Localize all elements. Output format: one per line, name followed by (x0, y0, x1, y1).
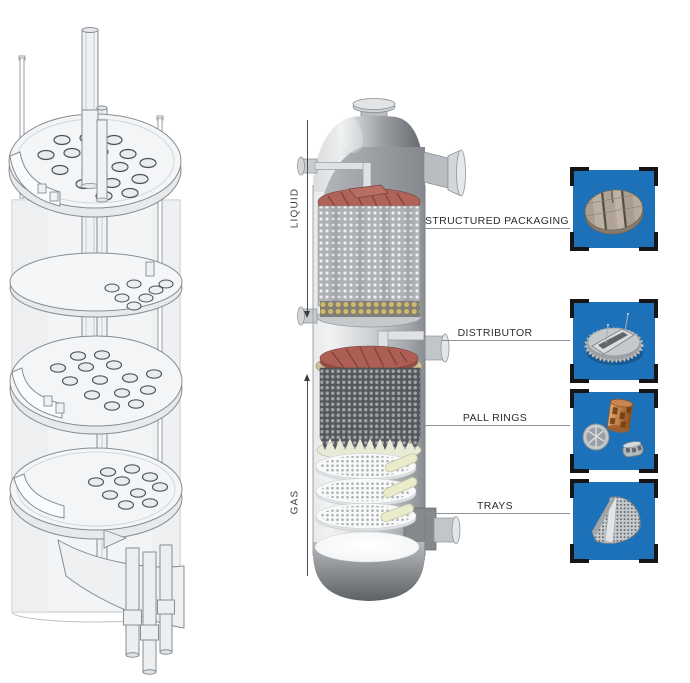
label-distributor: DISTRIBUTOR (457, 327, 533, 339)
pall-rings-photo (570, 389, 658, 473)
label-trays: TRAYS (477, 500, 513, 512)
structured-packing-bed (316, 205, 422, 328)
distributor-photo (570, 299, 658, 383)
pall-rings-image (582, 398, 644, 458)
sieve-tray-1 (315, 453, 418, 482)
liquid-pool (314, 531, 420, 563)
label-structured-packaging: STRUCTURED PACKAGING (425, 215, 569, 227)
leader-line-pall-rings (420, 425, 570, 426)
gas-label: GAS (289, 489, 301, 515)
crop-corner-icon (570, 544, 589, 563)
sieve-tray-2 (315, 477, 418, 507)
wireframe-bottom-pipes (123, 544, 175, 675)
sieve-tray-3 (315, 503, 417, 532)
crop-corner-icon (570, 454, 589, 473)
liquid-feed-nozzle (297, 156, 372, 193)
liquid-label: LIQUID (289, 187, 301, 229)
crop-corner-icon (570, 389, 589, 408)
wireframe-tray-3 (9, 335, 183, 435)
top-nozzle (352, 98, 396, 127)
crop-corner-icon (639, 167, 658, 186)
leader-line-trays (426, 513, 570, 514)
liquid-arrow-head-down-icon (304, 311, 310, 318)
crop-corner-icon (570, 479, 589, 498)
crop-corner-icon (570, 299, 589, 318)
liquid-flow-arrow: LIQUID (290, 120, 324, 318)
wireframe-pipe-front-segments (80, 109, 109, 203)
structured-packaging-image (582, 187, 645, 235)
leader-line-structured-packaging (421, 228, 570, 229)
distributor-feed-nozzle (377, 330, 450, 363)
crop-corner-icon (570, 232, 589, 251)
label-pall-rings: PALL RINGS (462, 412, 528, 424)
crop-corner-icon (639, 232, 658, 251)
gas-arrow-line (307, 381, 308, 576)
vessel-interior-wall (322, 147, 425, 202)
tray-column-wireframe-drawing (8, 27, 185, 675)
crop-corner-icon (639, 299, 658, 318)
crop-corner-icon (639, 544, 658, 563)
structured-packaging-photo (570, 167, 658, 251)
wireframe-tray-4 (9, 447, 183, 540)
crop-corner-icon (639, 364, 658, 383)
trays-photo (570, 479, 658, 563)
leader-line-distributor (442, 340, 570, 341)
gas-arrow-head-up-icon (304, 374, 310, 381)
sieve-trays (315, 453, 418, 532)
liquid-arrow-line (307, 120, 308, 311)
packed-column-cutaway-illustration (297, 98, 466, 601)
pall-ring-bed (316, 367, 422, 462)
wireframe-tray-2 (9, 252, 183, 318)
crop-corner-icon (570, 167, 589, 186)
upper-right-nozzle (423, 149, 466, 197)
crop-corner-icon (639, 479, 658, 498)
crop-corner-icon (639, 389, 658, 408)
gas-flow-arrow: GAS (290, 374, 324, 576)
distributor-image (584, 313, 644, 365)
crop-corner-icon (639, 454, 658, 473)
crop-corner-icon (570, 364, 589, 383)
trays-image (591, 496, 641, 544)
